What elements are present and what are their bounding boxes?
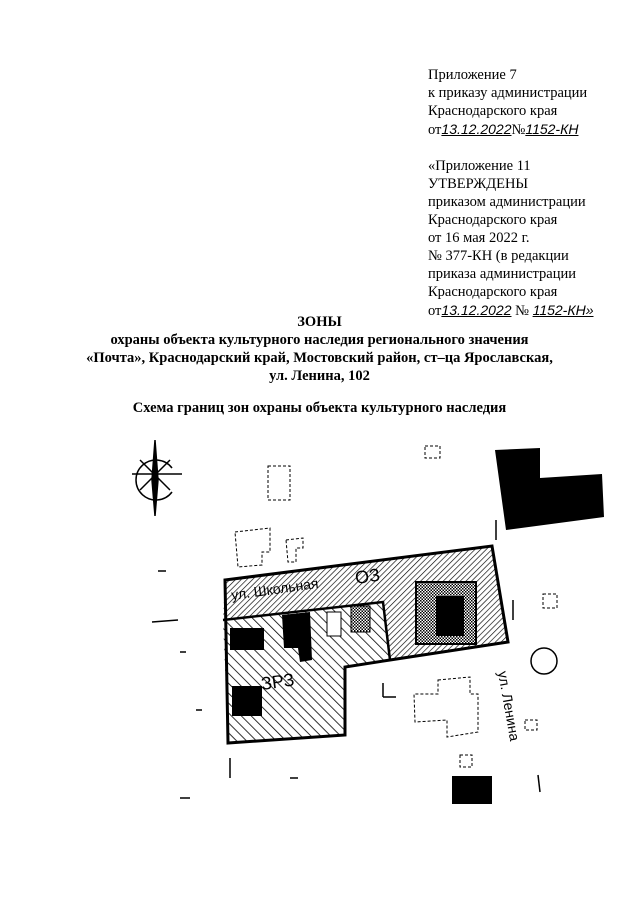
approval-line: Краснодарского края <box>428 103 558 119</box>
survey-marks <box>151 520 541 799</box>
approval-line: приказа администрации <box>428 266 577 282</box>
zone-zrz <box>223 602 390 743</box>
compass-rose-icon <box>132 439 182 517</box>
approval-line: к приказу администрации <box>428 85 588 101</box>
signature-line-1: от13.12.2022№1152-КН <box>428 120 594 139</box>
handwritten-number: 1152-КН <box>525 121 579 137</box>
prefix: от <box>428 122 442 138</box>
number-sign: № <box>515 303 529 319</box>
zone-label-zrz: ЗРЗ <box>260 670 296 694</box>
approval-block: Приложение 7 к приказу администрации Кра… <box>428 66 594 320</box>
street-label-lenina: ул. Ленина <box>495 670 523 743</box>
scheme-subtitle: Схема границ зон охраны объекта культурн… <box>132 400 507 416</box>
approval-line: от 16 мая 2022 г. <box>428 230 530 246</box>
neighbor-buildings <box>234 445 604 804</box>
handwritten-date: 13.12.2022 <box>441 121 512 137</box>
document-title: ЗОНЫ <box>297 314 342 330</box>
zone-boundary <box>223 544 510 745</box>
approval-line: УТВЕРЖДЕНЫ <box>428 176 529 192</box>
approval-line: Приложение 7 <box>428 67 517 83</box>
approval-line: «Приложение 11 <box>428 158 531 174</box>
handwritten-number: 1152-КН» <box>532 302 594 318</box>
approval-line: Краснодарского края <box>428 284 558 300</box>
approval-line: приказом администрации <box>428 194 586 210</box>
title-line: охраны объекта культурного наследия реги… <box>110 332 529 348</box>
prefix: от <box>428 303 442 319</box>
title-line: ул. Ленина, 102 <box>269 368 370 384</box>
handwritten-date: 13.12.2022 <box>441 302 512 318</box>
zone-label-oz: ОЗ <box>354 565 381 588</box>
number-sign: № <box>511 122 526 138</box>
title-line: «Почта», Краснодарский край, Мостовский … <box>86 350 553 366</box>
approval-line: Краснодарского края <box>428 212 558 228</box>
signature-line-2: от13.12.2022 № 1152-КН» <box>428 301 594 320</box>
approval-line: № 377-КН (в редакции <box>428 248 569 264</box>
